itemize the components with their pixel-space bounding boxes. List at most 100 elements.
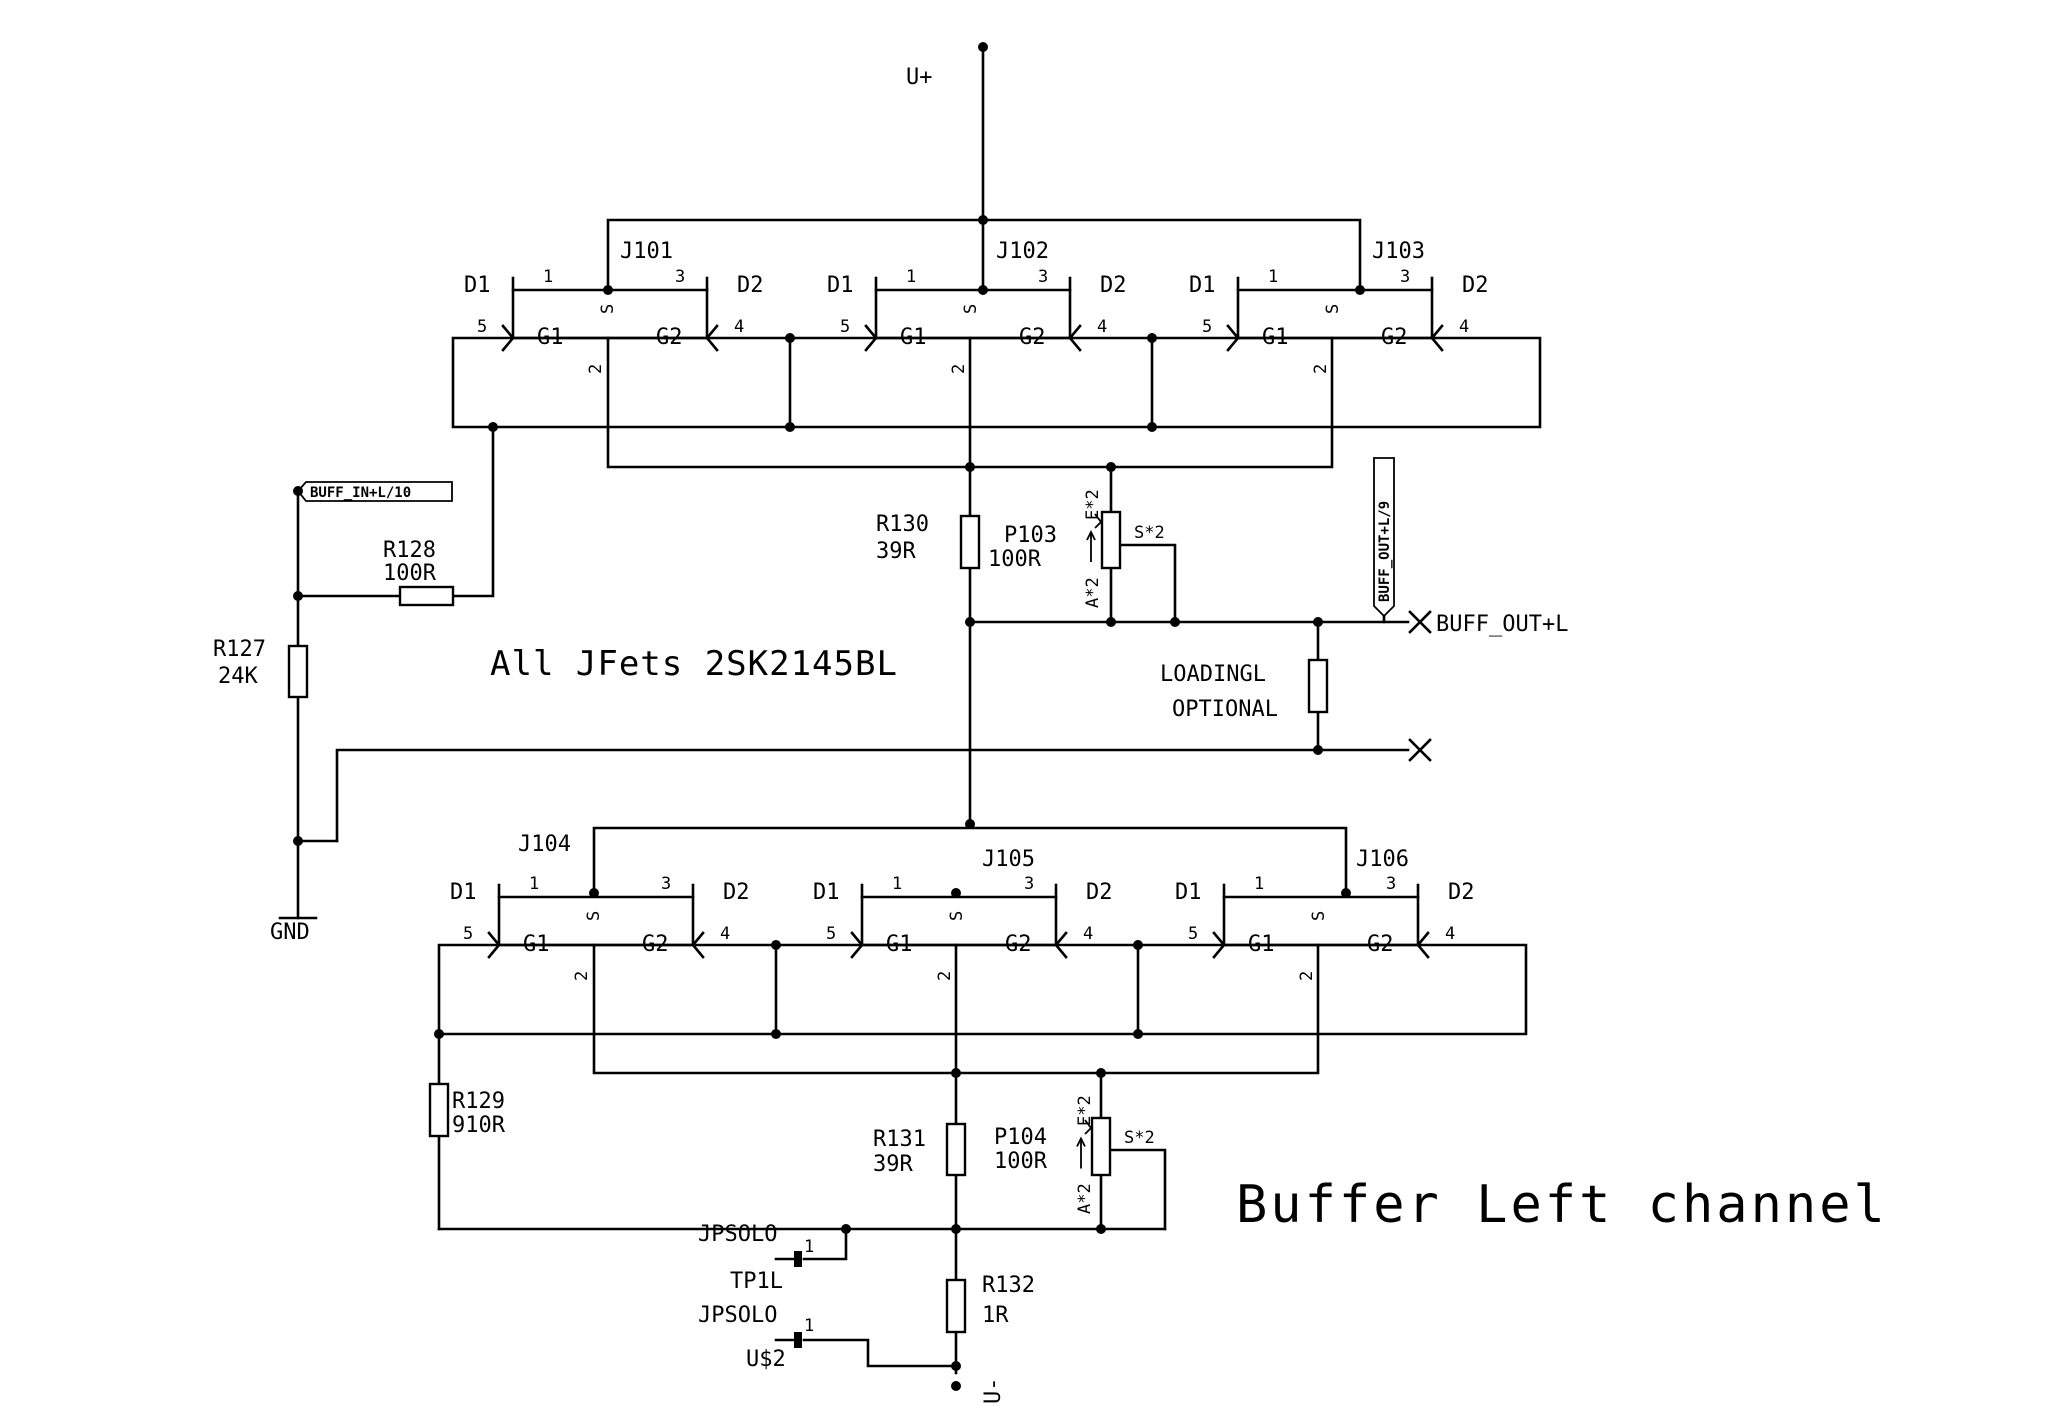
p103-wiper [1119,543,1177,624]
jfet-d2-label: D2 [1448,880,1475,905]
top-gate-box [451,336,1542,429]
r130-ref: R130 [876,512,929,537]
r130-value: 39R [876,539,916,564]
jfet-pin1-label: 1 [892,874,902,894]
vplus-label: U+ [906,65,933,90]
jfet-g1-label: G1 [886,932,913,957]
r127-body [287,644,309,699]
r132-value: 1R [982,1303,1009,1328]
jfet-g2-label: G2 [1367,932,1394,957]
jfet-pin3-label: 3 [1024,874,1034,894]
jumper1-body [774,1251,802,1267]
junction-dot [965,462,975,472]
jfet-d2-label: D2 [723,880,750,905]
jfet-d1-label: D1 [1175,880,1202,905]
jfet-d1-label: D1 [827,273,854,298]
p104-ref: P104 [994,1125,1047,1150]
jfet-pin5-label: 5 [840,317,850,337]
r129-ref: R129 [452,1089,505,1114]
jfet-pin1-label: 1 [906,267,916,287]
buff-in-flag-label: BUFF_IN+L/10 [310,485,411,501]
jfet-pin3-label: 3 [661,874,671,894]
p103-ref: P103 [1004,523,1057,548]
r131-body [945,1122,967,1177]
junction-dot [951,888,961,898]
jfet-pin4-label: 4 [720,924,730,944]
out-x-marker [1408,610,1432,634]
jfet-ref-label: J101 [620,239,673,264]
jfet-pin2-label: 2 [949,364,969,374]
jfet-s-label: S [1309,911,1329,921]
jfet-pin4-label: 4 [1459,317,1469,337]
return-x-marker [1408,738,1432,762]
loading-ref: LOADINGL [1160,662,1266,687]
junction-dot [785,333,795,343]
jfet-s-label: S [1323,304,1343,314]
jfet-g1-label: G1 [1248,932,1275,957]
jfet-d2-label: D2 [1086,880,1113,905]
jumper1-name: JPSOLO [698,1222,777,1247]
jfet-pin5-label: 5 [1188,924,1198,944]
jfet-pin3-label: 3 [1386,874,1396,894]
junction-dot [293,591,303,601]
jfet-g2-label: G2 [642,932,669,957]
junction-dot [1133,1029,1143,1039]
jfet-pin4-label: 4 [734,317,744,337]
r131-value: 39R [873,1152,913,1177]
jfet-d1-label: D1 [813,880,840,905]
jfet-d2-label: D2 [1462,273,1489,298]
r128-to-gates [451,425,495,598]
wires [278,45,1542,1375]
junction-dot [488,422,498,432]
jfet-pin1-label: 1 [543,267,553,287]
jfet-g1-label: G1 [523,932,550,957]
jfet-s-label: S [584,911,604,921]
p104-s: S*2 [1124,1128,1155,1148]
gnd-label: GND [270,920,310,945]
return-line [335,748,1410,843]
buff-out-flag-label: BUFF_OUT+L/9 [1377,501,1393,602]
junction-dot [951,1361,961,1371]
r128-ref: R128 [383,538,436,563]
junction-dot [771,1029,781,1039]
p104-wiper [1109,1148,1167,1231]
jumper2-ref: U$2 [746,1347,786,1372]
buff-in-flag: BUFF_IN+L/10 [296,481,453,502]
jfet-pin1-label: 1 [529,874,539,894]
junction-dot [1313,745,1323,755]
jfet-d1-label: D1 [1189,273,1216,298]
p103-e: E*2 [1083,489,1103,520]
jfet-s-label: S [947,911,967,921]
loading-body [1307,658,1329,714]
junction-dot [785,422,795,432]
bot-gate-box [437,943,1528,1036]
r128-body [398,585,455,607]
jfet-pin4-label: 4 [1445,924,1455,944]
vminus-label: U- [981,1378,1006,1405]
jfet-g1-label: G1 [537,325,564,350]
p104-e: E*2 [1075,1095,1095,1126]
jfet-ref-label: J102 [996,239,1049,264]
junction-dot [434,1029,444,1039]
r127-ref: R127 [213,637,266,662]
p104-a: A*2 [1075,1183,1095,1214]
junction-dot [1147,422,1157,432]
jfet-pin1-label: 1 [1268,267,1278,287]
junction-dot [951,1381,961,1391]
jfet-pin5-label: 5 [463,924,473,944]
p103-value: 100R [988,547,1042,572]
junction-dot [293,836,303,846]
jfet-g1-label: G1 [1262,325,1289,350]
jumper2-pin: 1 [804,1316,814,1336]
jfet-pin4-label: 4 [1083,924,1093,944]
jfet-pin2-label: 2 [1311,364,1331,374]
r132-body [945,1278,967,1334]
r130-body [959,514,981,570]
junction-dot [1341,888,1351,898]
junction-dot [1106,462,1116,472]
